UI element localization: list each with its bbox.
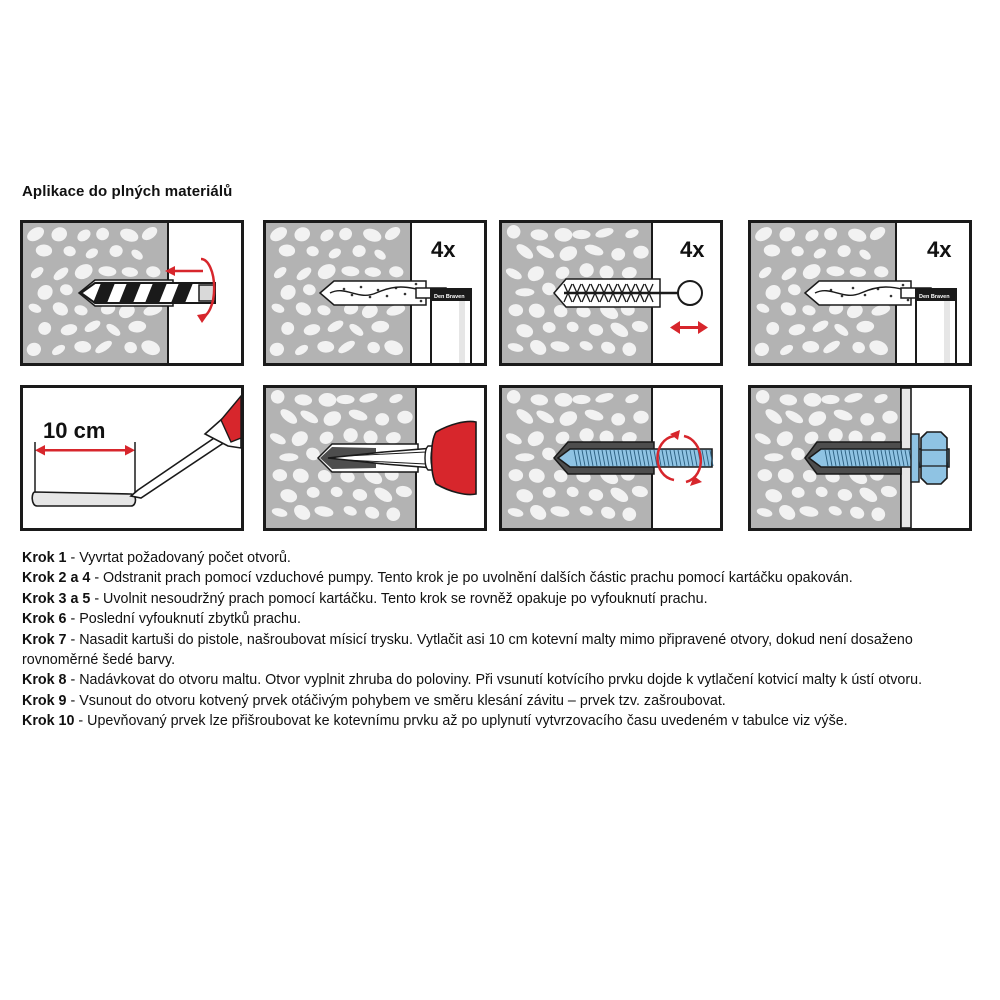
rotation-arrow-icon xyxy=(656,430,703,486)
step-text: - Nadávkovat do otvoru maltu. Otvor vypl… xyxy=(66,672,923,689)
repeat-count-label: 4x xyxy=(431,237,456,262)
washer-icon xyxy=(910,433,920,483)
mortar-test-illustration: 10 cm xyxy=(31,394,241,507)
nut-icon xyxy=(920,431,948,485)
step-text: - Odstranit prach pomocí vzduchové pumpy… xyxy=(90,570,853,587)
step-10-tighten-nut-panel xyxy=(748,385,972,531)
length-arrow-icon xyxy=(35,445,135,456)
cartridge-icon xyxy=(424,420,477,496)
air-pump-icon: Den Braven xyxy=(900,287,957,363)
mixing-nozzle-icon xyxy=(327,447,435,469)
step-label: Krok 8 xyxy=(22,672,67,689)
step-label: Krok 2 a 4 xyxy=(22,570,91,587)
step-item: Krok 1 - Vyvrtat požadovaný počet otvorů… xyxy=(22,548,952,568)
cleaning-brush-icon xyxy=(563,280,703,306)
step-label: Krok 9 xyxy=(22,692,67,709)
step-label: Krok 7 xyxy=(22,631,67,648)
step-label: Krok 10 xyxy=(22,713,75,730)
step-7-mortar-test-panel: 10 cm xyxy=(20,385,244,531)
step-3-brush-panel: 4x xyxy=(499,220,723,366)
instruction-steps: Krok 1 - Vyvrtat požadovaný počet otvorů… xyxy=(22,548,952,732)
drilling-illustration xyxy=(23,223,216,363)
step-item: Krok 10 - Upevňovaný prvek lze přišroubo… xyxy=(22,711,952,731)
push-pull-arrow-icon xyxy=(670,321,708,334)
step-2-air-pump-panel: Den Braven 4x xyxy=(263,220,487,366)
tighten-nut-illustration xyxy=(751,388,950,528)
air-stream xyxy=(329,286,432,296)
repeat-count-label: 4x xyxy=(927,237,952,262)
step-item: Krok 2 a 4 - Odstranit prach pomocí vzdu… xyxy=(22,568,952,588)
step-text: - Vsunout do otvoru kotvený prvek otáčiv… xyxy=(66,692,726,709)
fill-mortar-illustration xyxy=(266,388,477,528)
step-8-fill-mortar-panel xyxy=(263,385,487,531)
threaded-rod-icon xyxy=(556,448,714,468)
step-text: - Poslední vyfouknutí zbytků prachu. xyxy=(66,611,301,628)
mortar-strand xyxy=(31,491,137,507)
step-9-insert-rod-panel xyxy=(499,385,723,531)
step-item: Krok 6 - Poslední vyfouknutí zbytků prac… xyxy=(22,609,952,629)
cleaned-hole xyxy=(318,280,427,306)
air-pump-illustration: Den Braven 4x xyxy=(266,223,472,363)
step-text: - Vyvrtat požadovaný počet otvorů. xyxy=(66,550,291,566)
repeat-count-label: 4x xyxy=(680,237,705,262)
length-measure-label: 10 cm xyxy=(43,418,105,443)
brush-illustration: 4x xyxy=(502,223,708,363)
step-item: Krok 8 - Nadávkovat do otvoru maltu. Otv… xyxy=(22,670,952,690)
air-pump-icon: Den Braven xyxy=(415,287,472,363)
step-text: - Upevňovaný prvek lze přišroubovat ke k… xyxy=(74,713,848,730)
step-item: Krok 7 - Nasadit kartuši do pistole, naš… xyxy=(22,630,952,671)
step-text: - Uvolnit nesoudržný prach pomocí kartáč… xyxy=(90,590,708,607)
pump-brand-label: Den Braven xyxy=(434,294,465,300)
pump-brand-label: Den Braven xyxy=(919,294,950,300)
step-1-drilling-panel xyxy=(20,220,244,366)
step-text: - Nasadit kartuši do pistole, našroubova… xyxy=(22,631,913,669)
air-pump-illustration: Den Braven 4x xyxy=(751,223,957,363)
rotation-arrow-icon xyxy=(165,257,216,323)
cartridge-gun-icon xyxy=(129,394,241,499)
step-label: Krok 3 a 5 xyxy=(22,590,91,607)
step-label: Krok 6 xyxy=(22,611,67,628)
air-stream xyxy=(814,286,917,296)
insert-rod-illustration xyxy=(502,388,714,528)
step-item: Krok 3 a 5 - Uvolnit nesoudržný prach po… xyxy=(22,589,952,609)
step-item: Krok 9 - Vsunout do otvoru kotvený prvek… xyxy=(22,691,952,711)
step-4-air-pump-panel: Den Braven 4x xyxy=(748,220,972,366)
drill-bit-icon xyxy=(79,282,216,304)
page-title: Aplikace do plných materiálů xyxy=(22,183,233,200)
cleaned-hole xyxy=(803,280,912,306)
step-label: Krok 1 xyxy=(22,550,67,566)
